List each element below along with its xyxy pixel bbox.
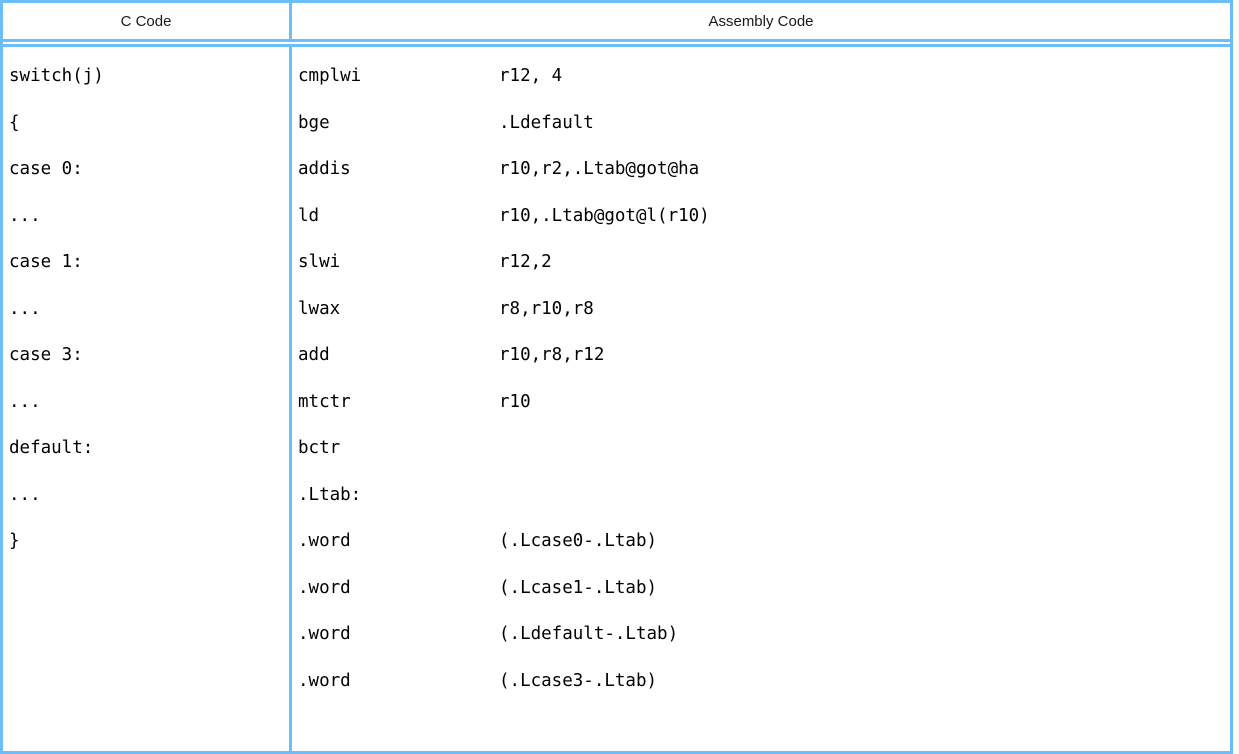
header-separator-rule <box>3 39 1230 47</box>
assembly-mnemonic: lwax <box>298 298 341 319</box>
assembly-operand: r10,r8,r12 <box>499 345 605 365</box>
assembly-operand: r12,2 <box>499 252 552 272</box>
assembly-mnemonic: .Ltab: <box>298 484 362 505</box>
assembly-operand: r10,.Ltab@got@l(r10) <box>499 205 710 226</box>
assembly-code-line: .word (.Lcase3-.Ltab) <box>292 658 1230 705</box>
assembly-operand: r10,r2,.Ltab@got@ha <box>499 159 700 179</box>
assembly-code-line: add r10,r8,r12 <box>292 332 1230 379</box>
assembly-code-line: mtctr r10 <box>292 379 1230 426</box>
assembly-mnemonic: .word <box>298 670 351 691</box>
assembly-code-line: ld r10,.Ltab@got@l(r10) <box>292 193 1230 240</box>
assembly-operand: (.Lcase3-.Ltab) <box>499 670 658 691</box>
assembly-operand: (.Ldefault-.Ltab) <box>499 624 679 644</box>
c-code-line: default: <box>9 438 94 458</box>
c-code-line: ... <box>9 391 41 412</box>
c-code-line <box>3 704 289 751</box>
assembly-code-line: lwax r8,r10,r8 <box>292 286 1230 333</box>
assembly-code-column: cmplwi r12, 4 bge .Ldefault addis r10,r2,.Lta… <box>292 47 1230 751</box>
assembly-operand: r12, 4 <box>499 66 563 86</box>
assembly-code-line: .Ltab: <box>292 472 1230 519</box>
assembly-code-line: .word (.Lcase0-.Ltab) <box>292 518 1230 565</box>
assembly-operand: r10 <box>499 391 531 412</box>
c-code-line <box>3 565 289 612</box>
c-code-line: case 3: <box>9 345 83 365</box>
table-body: switch(j) { case 0:... case 1:... case 3:...… <box>3 47 1230 751</box>
c-code-line: { <box>9 112 20 133</box>
assembly-mnemonic: .word <box>298 624 351 644</box>
column-header-assembly-code: Assembly Code <box>708 12 814 30</box>
assembly-mnemonic: mtctr <box>298 391 351 412</box>
assembly-operand: (.Lcase1-.Ltab) <box>499 577 658 598</box>
c-code-line: case 0: <box>9 159 83 179</box>
assembly-mnemonic: slwi <box>298 252 341 272</box>
assembly-operand: r8,r10,r8 <box>499 298 594 319</box>
assembly-code-line: slwi r12,2 <box>292 239 1230 286</box>
assembly-operand: .Ldefault <box>499 112 594 133</box>
c-code-column: switch(j) { case 0:... case 1:... case 3:...… <box>3 47 292 751</box>
assembly-mnemonic: .word <box>298 531 351 551</box>
assembly-mnemonic: add <box>298 345 330 365</box>
assembly-mnemonic: bge <box>298 112 330 133</box>
c-code-line <box>3 611 289 658</box>
c-code-line: ... <box>9 205 41 226</box>
c-code-line: case 1: <box>9 252 83 272</box>
assembly-code-line: .word (.Ldefault-.Ltab) <box>292 611 1230 658</box>
assembly-code-line: addis r10,r2,.Ltab@got@ha <box>292 146 1230 193</box>
assembly-mnemonic: .word <box>298 577 351 598</box>
c-code-line: } <box>9 531 20 551</box>
assembly-mnemonic: ld <box>298 205 320 226</box>
c-code-line: switch(j) <box>9 66 104 86</box>
assembly-operand: (.Lcase0-.Ltab) <box>499 531 658 551</box>
assembly-code-line: bge .Ldefault <box>292 100 1230 147</box>
c-code-line <box>3 658 289 705</box>
assembly-mnemonic: addis <box>298 159 351 179</box>
assembly-code-line: bctr <box>292 425 1230 472</box>
assembly-mnemonic: bctr <box>298 438 341 458</box>
c-code-line: ... <box>9 298 41 319</box>
assembly-code-line: cmplwi r12, 4 <box>292 53 1230 100</box>
column-header-c-code: C Code <box>3 3 292 39</box>
assembly-code-line: .word (.Lcase1-.Ltab) <box>292 565 1230 612</box>
c-code-line: ... <box>9 484 41 505</box>
table-header-row: C Code Assembly Code <box>3 3 1230 39</box>
assembly-mnemonic: cmplwi <box>298 66 362 86</box>
